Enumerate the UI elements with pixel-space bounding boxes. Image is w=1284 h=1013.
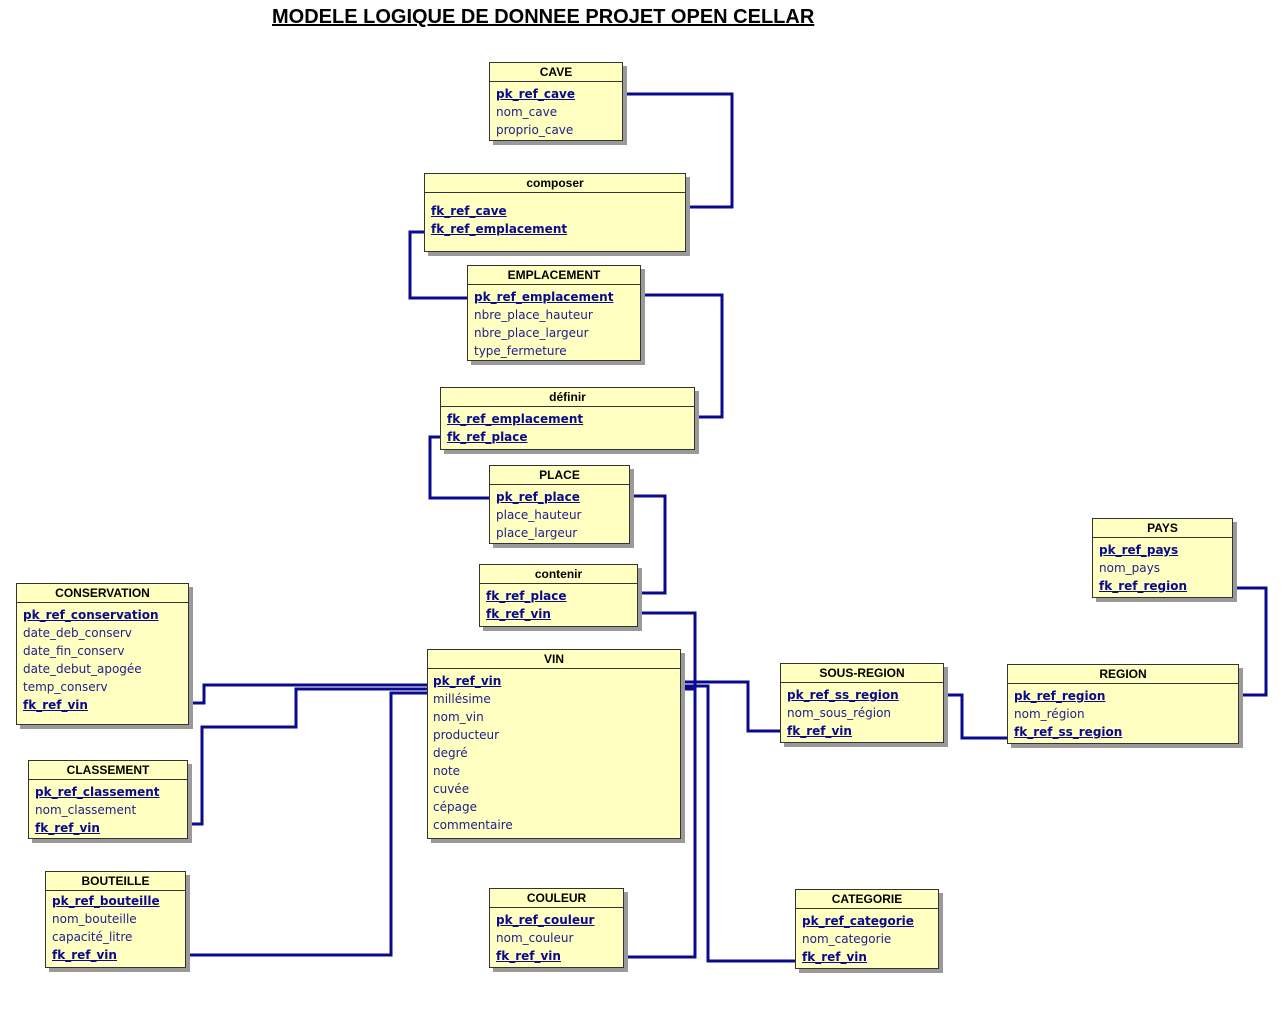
attribute: nom_classement [35,803,137,817]
attribute: millésime [433,692,491,706]
entity-header: PAYS [1093,519,1232,538]
link-contenir-vin [605,611,697,959]
primary-key: pk_ref_place [496,490,580,504]
attribute: nom_région [1014,707,1085,721]
primary-key: pk_ref_ss_region [787,688,899,702]
link-place-contenir [620,494,667,595]
foreign-key: fk_ref_vin [23,698,88,712]
link-vin-bouteille [172,691,428,957]
link-sousregion-region [930,693,1012,740]
primary-key: pk_ref_region [1014,689,1106,703]
attribute: temp_conserv [23,680,108,694]
entity-definir[interactable]: définir fk_ref_emplacement fk_ref_place [440,387,695,450]
link-emplacement-definir [632,293,724,419]
entity-header: définir [441,388,694,407]
attribute: nom_pays [1099,561,1160,575]
entity-header: CONSERVATION [17,584,188,603]
attribute: cuvée [433,782,470,796]
attribute: proprio_cave [496,123,574,137]
attribute: nbre_place_largeur [474,326,589,340]
primary-key: pk_ref_vin [433,674,502,688]
foreign-key: fk_ref_ss_region [1014,725,1123,739]
attribute: date_debut_apogée [23,662,142,676]
link-vin-classement [172,687,428,826]
foreign-key: fk_ref_region [1099,579,1188,593]
entity-categorie[interactable]: CATEGORIE pk_ref_categorie nom_categorie… [795,889,939,969]
foreign-key: fk_ref_vin [35,821,100,835]
attribute: nom_couleur [496,931,574,945]
entity-sous-region[interactable]: SOUS-REGION pk_ref_ss_region nom_sous_ré… [780,663,944,743]
attribute: nom_bouteille [52,912,137,926]
attribute: commentaire [433,818,513,832]
primary-key: pk_ref_pays [1099,543,1179,557]
entity-couleur[interactable]: COULEUR pk_ref_couleur nom_couleur fk_re… [489,888,624,968]
foreign-key: fk_ref_vin [496,949,561,963]
foreign-key: fk_ref_cave [431,204,507,218]
entity-header: CAVE [490,63,622,82]
entity-vin[interactable]: VIN pk_ref_vin millésime nom_vin product… [427,649,681,839]
entity-classement[interactable]: CLASSEMENT pk_ref_classement nom_classem… [28,760,188,839]
entity-composer[interactable]: composer fk_ref_cave fk_ref_emplacement [424,173,686,252]
entity-header: EMPLACEMENT [468,266,640,285]
entity-cave[interactable]: CAVE pk_ref_cave nom_cave proprio_cave [489,62,623,141]
entity-header: SOUS-REGION [781,664,943,683]
entity-header: REGION [1008,665,1238,684]
entity-header: composer [425,174,685,193]
attribute: nom_cave [496,105,558,119]
entity-emplacement[interactable]: EMPLACEMENT pk_ref_emplacement nbre_plac… [467,265,641,361]
attribute: date_fin_conserv [23,644,125,658]
foreign-key: fk_ref_emplacement [431,222,568,236]
attribute: nbre_place_hauteur [474,308,593,322]
attribute: nom_vin [433,710,484,724]
primary-key: pk_ref_couleur [496,913,595,927]
entity-header: VIN [428,650,680,669]
attribute: nom_categorie [802,932,892,946]
attribute: capacité_litre [52,930,133,944]
foreign-key: fk_ref_emplacement [447,412,584,426]
link-vin-souregion [624,680,785,733]
primary-key: pk_ref_bouteille [52,894,160,908]
attribute: producteur [433,728,500,742]
entity-contenir[interactable]: contenir fk_ref_place fk_ref_vin [479,564,638,627]
entity-pays[interactable]: PAYS pk_ref_pays nom_pays fk_ref_region [1092,518,1233,598]
foreign-key: fk_ref_vin [802,950,867,964]
foreign-key: fk_ref_place [486,589,567,603]
attribute: nom_sous_région [787,706,892,720]
entity-conservation[interactable]: CONSERVATION pk_ref_conservation date_de… [16,583,189,725]
entity-bouteille[interactable]: BOUTEILLE pk_ref_bouteille nom_bouteille… [45,871,186,968]
link-composer-emplacement [408,230,474,300]
primary-key: pk_ref_cave [496,87,576,101]
entity-header: PLACE [490,466,629,485]
entity-header: CATEGORIE [796,890,938,909]
foreign-key: fk_ref_vin [787,724,852,738]
entity-header: contenir [480,565,637,584]
primary-key: pk_ref_classement [35,785,160,799]
attribute: place_largeur [496,526,578,540]
attribute: type_fermeture [474,344,567,358]
foreign-key: fk_ref_place [447,430,528,444]
link-cave-composer [612,92,734,209]
attribute: date_deb_conserv [23,626,132,640]
primary-key: pk_ref_conservation [23,608,159,622]
attribute: place_hauteur [496,508,582,522]
link-definir-place [428,435,492,500]
primary-key: pk_ref_categorie [802,914,914,928]
foreign-key: fk_ref_vin [52,948,117,962]
primary-key: pk_ref_emplacement [474,290,614,304]
entity-header: BOUTEILLE [46,872,185,891]
entity-header: CLASSEMENT [29,761,187,780]
attribute: note [433,764,461,778]
entity-place[interactable]: PLACE pk_ref_place place_hauteur place_l… [489,465,630,544]
attribute: cépage [433,800,477,814]
entity-region[interactable]: REGION pk_ref_region nom_région fk_ref_s… [1007,664,1239,744]
foreign-key: fk_ref_vin [486,607,551,621]
diagram-title: MODELE LOGIQUE DE DONNEE PROJET OPEN CEL… [272,6,815,28]
entity-header: COULEUR [490,889,623,908]
attribute: degré [433,746,468,760]
